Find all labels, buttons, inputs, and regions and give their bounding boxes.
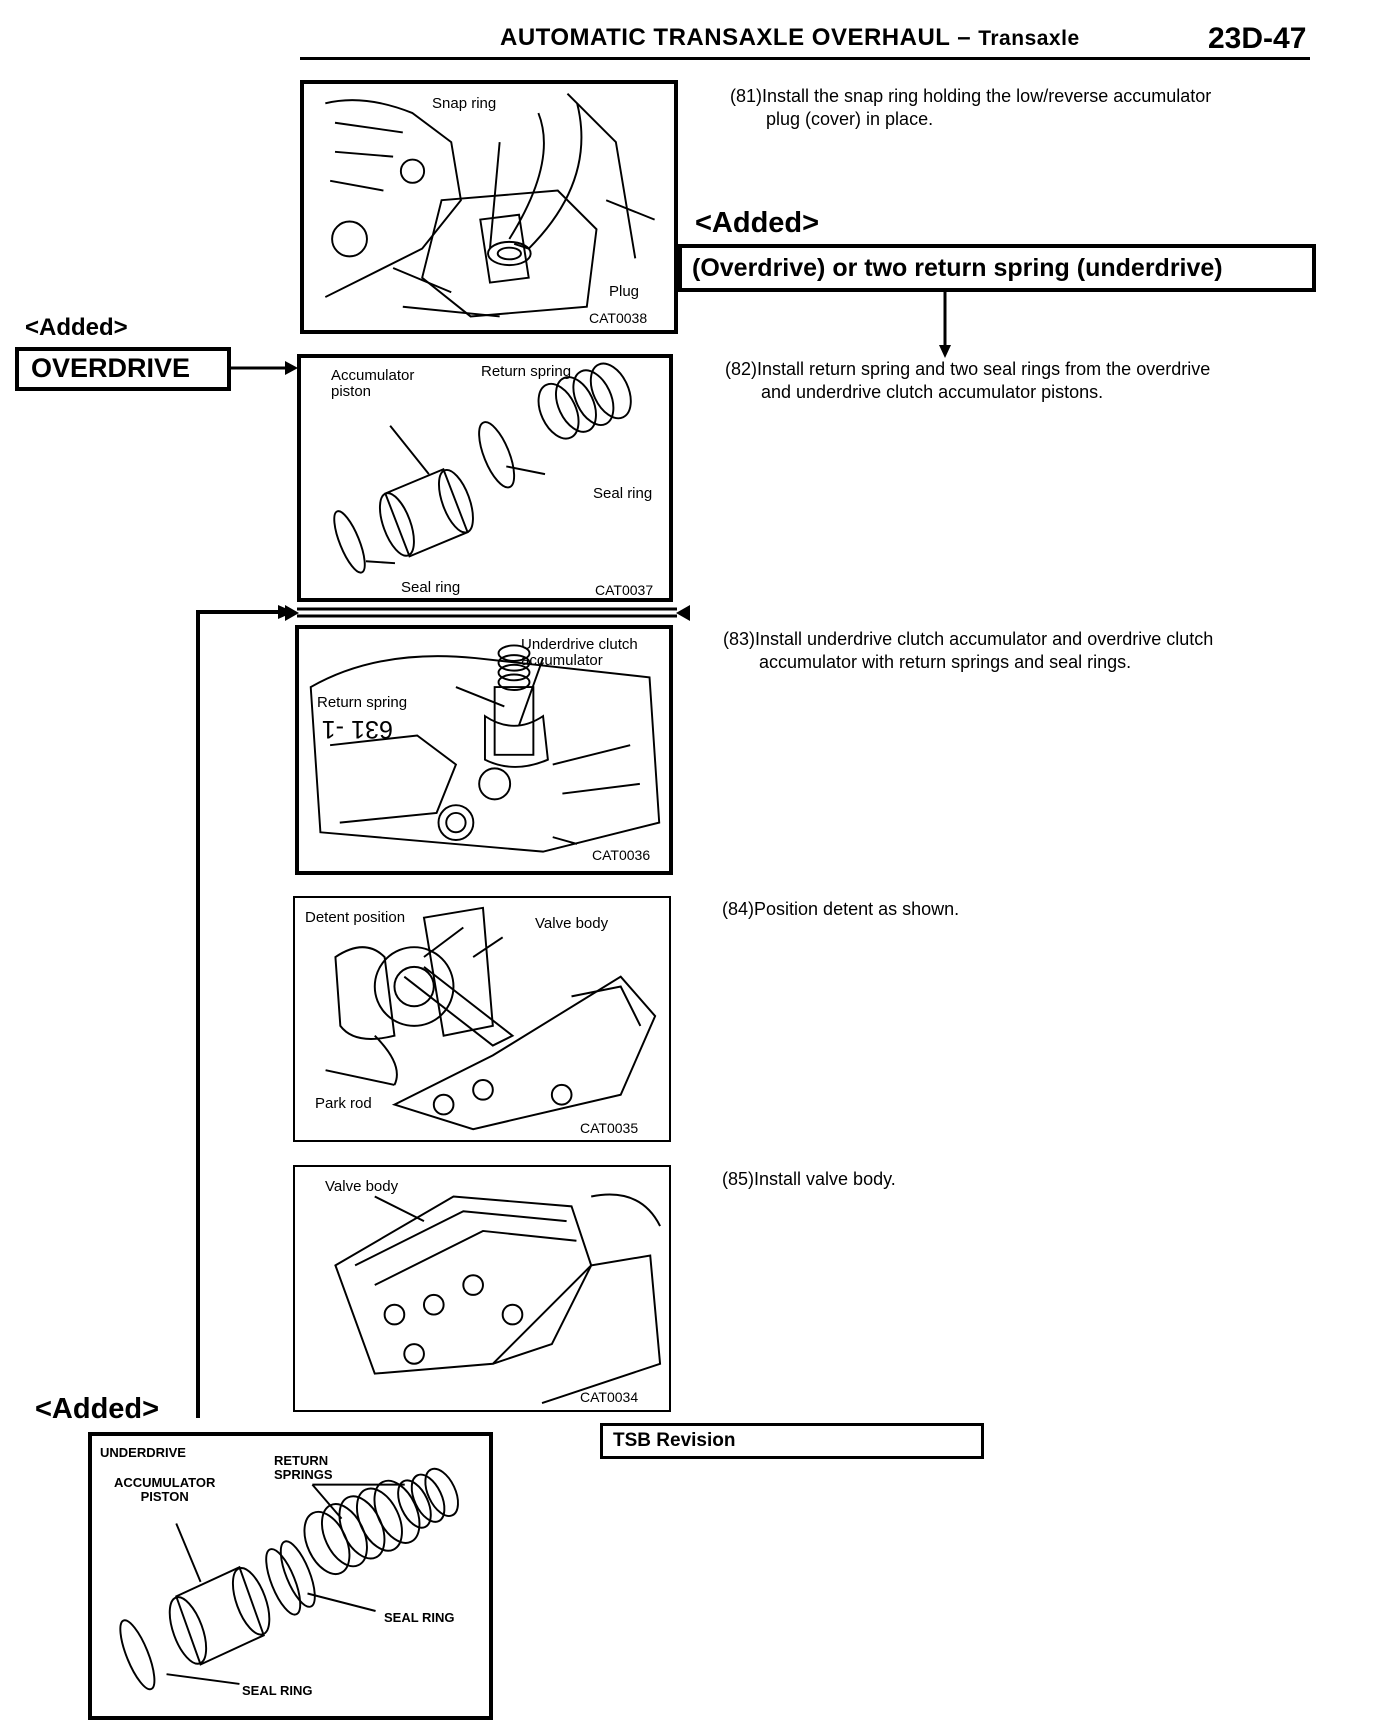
figure-underdrive-piston: UNDERDRIVE ACCUMULATOR PISTON RETURN SPR… bbox=[88, 1432, 493, 1720]
figure-valve-body: Valve body CAT0034 bbox=[293, 1165, 671, 1412]
added-label: <Added> bbox=[25, 314, 128, 341]
added-label: <Added> bbox=[695, 207, 820, 239]
figure-code: CAT0037 bbox=[595, 582, 654, 598]
header-rule bbox=[300, 57, 1310, 60]
svg-text:631 -1: 631 -1 bbox=[322, 715, 393, 743]
step-83: (83)Install underdrive clutch accumulato… bbox=[723, 628, 1323, 673]
detent-position-label: Detent position bbox=[305, 909, 406, 926]
valve-body-illustration bbox=[334, 1193, 662, 1405]
step-text: Position detent as shown. bbox=[754, 899, 960, 919]
figure-detent-position: Detent position Valve body Park rod CAT0… bbox=[293, 896, 671, 1142]
park-rod-label: Park rod bbox=[315, 1095, 372, 1112]
figure-snap-ring: Snap ring Plug CAT0038 bbox=[300, 80, 678, 334]
piston-label: ACCUMULATOR PISTON bbox=[114, 1475, 216, 1504]
piston-label: Accumulator piston bbox=[331, 367, 415, 400]
step-text: Install valve body. bbox=[754, 1169, 896, 1189]
header-dash: – bbox=[957, 24, 972, 51]
seal-ring-label: Seal ring bbox=[593, 485, 653, 502]
figure-overdrive-piston: Accumulator piston Return spring Seal ri… bbox=[297, 354, 673, 602]
underdrive-accumulator-illustration: 631 -1 bbox=[309, 644, 661, 853]
figure-code: CAT0038 bbox=[589, 310, 648, 326]
step-84: (84)Position detent as shown. bbox=[722, 898, 1322, 921]
return-spring-label: Return spring bbox=[317, 694, 408, 711]
tsb-revision-box: TSB Revision bbox=[600, 1423, 984, 1459]
plug-label: Plug bbox=[609, 283, 640, 300]
step-text: Install underdrive clutch accumulator an… bbox=[755, 629, 1214, 649]
step-81: (81)Install the snap ring holding the lo… bbox=[730, 85, 1330, 130]
step-text-cont: accumulator with return springs and seal… bbox=[759, 651, 1132, 672]
figure-code: CAT0036 bbox=[592, 847, 651, 863]
step-text-cont: and underdrive clutch accumulator piston… bbox=[761, 381, 1104, 402]
spring-note-arrow bbox=[939, 290, 951, 358]
header-title: AUTOMATIC TRANSAXLE OVERHAUL bbox=[500, 24, 951, 51]
step-85: (85)Install valve body. bbox=[722, 1168, 1322, 1191]
overdrive-box: OVERDRIVE bbox=[15, 347, 231, 391]
page-header-title: AUTOMATIC TRANSAXLE OVERHAUL – Transaxle bbox=[500, 24, 1080, 52]
spring-note-box: (Overdrive) or two return spring (underd… bbox=[678, 244, 1316, 292]
step-text: Install return spring and two seal rings… bbox=[757, 359, 1211, 379]
page-number: 23D-47 bbox=[1208, 22, 1307, 55]
underdrive-piston-illustration bbox=[119, 1467, 459, 1691]
figure-divider bbox=[285, 605, 690, 621]
step-number: (83) bbox=[723, 629, 756, 649]
snap-ring-illustration bbox=[324, 93, 655, 318]
step-text-cont: plug (cover) in place. bbox=[766, 108, 934, 129]
detent-position-illustration bbox=[325, 906, 657, 1131]
figure-code: CAT0034 bbox=[580, 1389, 639, 1405]
underdrive-connector bbox=[196, 605, 294, 1418]
valve-body-label: Valve body bbox=[325, 1178, 399, 1195]
figure-underdrive-accumulator: 631 -1 Underdrive clutch accumulator Ret… bbox=[295, 625, 673, 875]
step-number: (82) bbox=[725, 359, 758, 379]
return-spring-label: Return spring bbox=[481, 363, 572, 380]
figure-code: CAT0035 bbox=[580, 1120, 639, 1136]
overdrive-arrow bbox=[230, 361, 298, 375]
snap-ring-label: Snap ring bbox=[432, 95, 497, 112]
underdrive-label: UNDERDRIVE bbox=[100, 1445, 186, 1460]
header-subtitle: Transaxle bbox=[978, 27, 1080, 50]
step-number: (81) bbox=[730, 86, 763, 106]
return-springs-label: RETURN SPRINGS bbox=[274, 1453, 333, 1482]
seal-ring-label: SEAL RING bbox=[242, 1683, 313, 1698]
valve-body-label: Valve body bbox=[535, 915, 609, 932]
step-82: (82)Install return spring and two seal r… bbox=[725, 358, 1325, 403]
step-number: (85) bbox=[722, 1169, 755, 1189]
overdrive-piston-illustration bbox=[333, 362, 632, 574]
seal-ring-label: Seal ring bbox=[401, 579, 461, 596]
step-text: Install the snap ring holding the low/re… bbox=[762, 86, 1212, 106]
seal-ring-label: SEAL RING bbox=[384, 1610, 455, 1625]
added-label: <Added> bbox=[35, 1393, 160, 1425]
accumulator-label: Underdrive clutch accumulator bbox=[521, 636, 638, 669]
step-number: (84) bbox=[722, 899, 755, 919]
